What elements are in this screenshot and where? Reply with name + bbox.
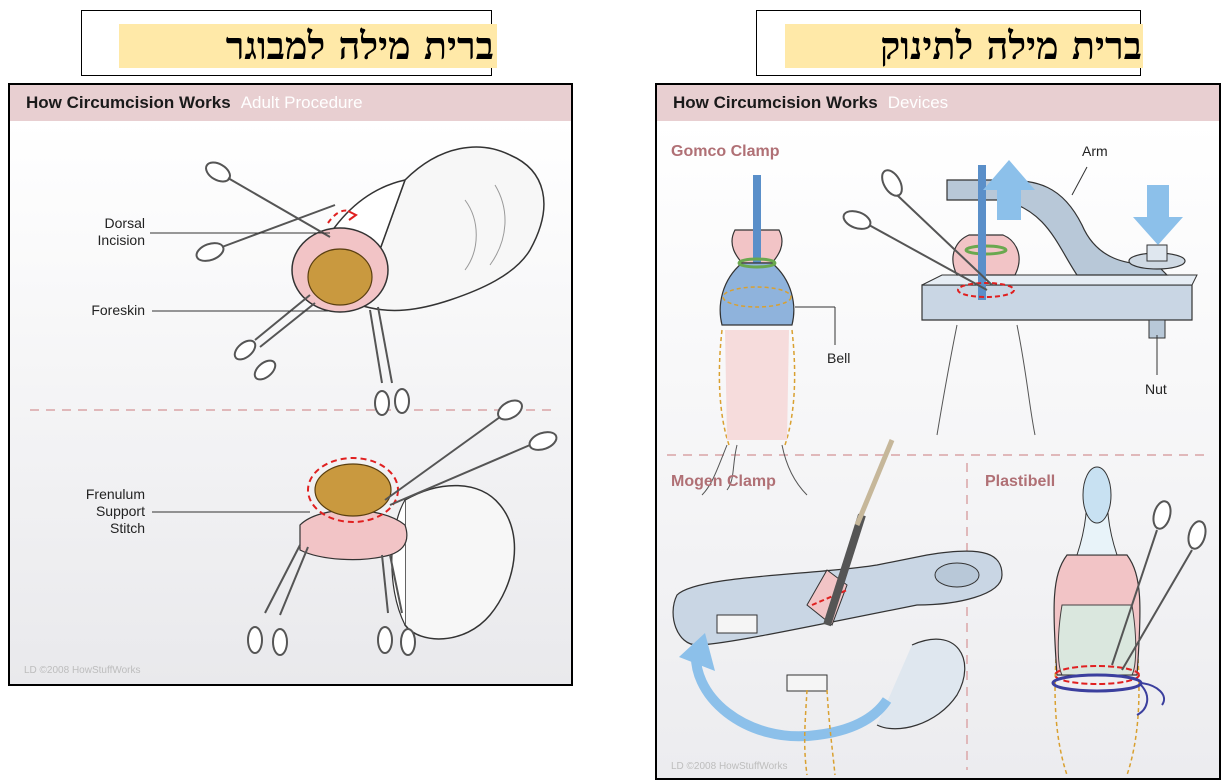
label-dorsal-incision: Dorsal Incision xyxy=(98,215,145,249)
adult-procedure-illustration xyxy=(10,85,571,684)
section-plastibell: Plastibell xyxy=(985,473,1055,491)
section-gomco-clamp: Gomco Clamp xyxy=(671,143,779,161)
label-bell: Bell xyxy=(827,350,850,367)
label-frenulum-support-stitch: Frenulum Support Stitch xyxy=(86,486,145,537)
label-foreskin: Foreskin xyxy=(91,302,145,319)
right-title: ברית מילה לתינוק xyxy=(880,27,1142,65)
label-arm: Arm xyxy=(1082,143,1108,160)
left-credit: LD ©2008 HowStuffWorks xyxy=(24,665,141,676)
right-credit: LD ©2008 HowStuffWorks xyxy=(671,761,788,772)
label-nut: Nut xyxy=(1145,381,1167,398)
devices-illustration xyxy=(657,85,1219,778)
section-mogen-clamp: Mogen Clamp xyxy=(671,473,776,491)
left-title: ברית מילה למבוגר xyxy=(226,27,494,65)
